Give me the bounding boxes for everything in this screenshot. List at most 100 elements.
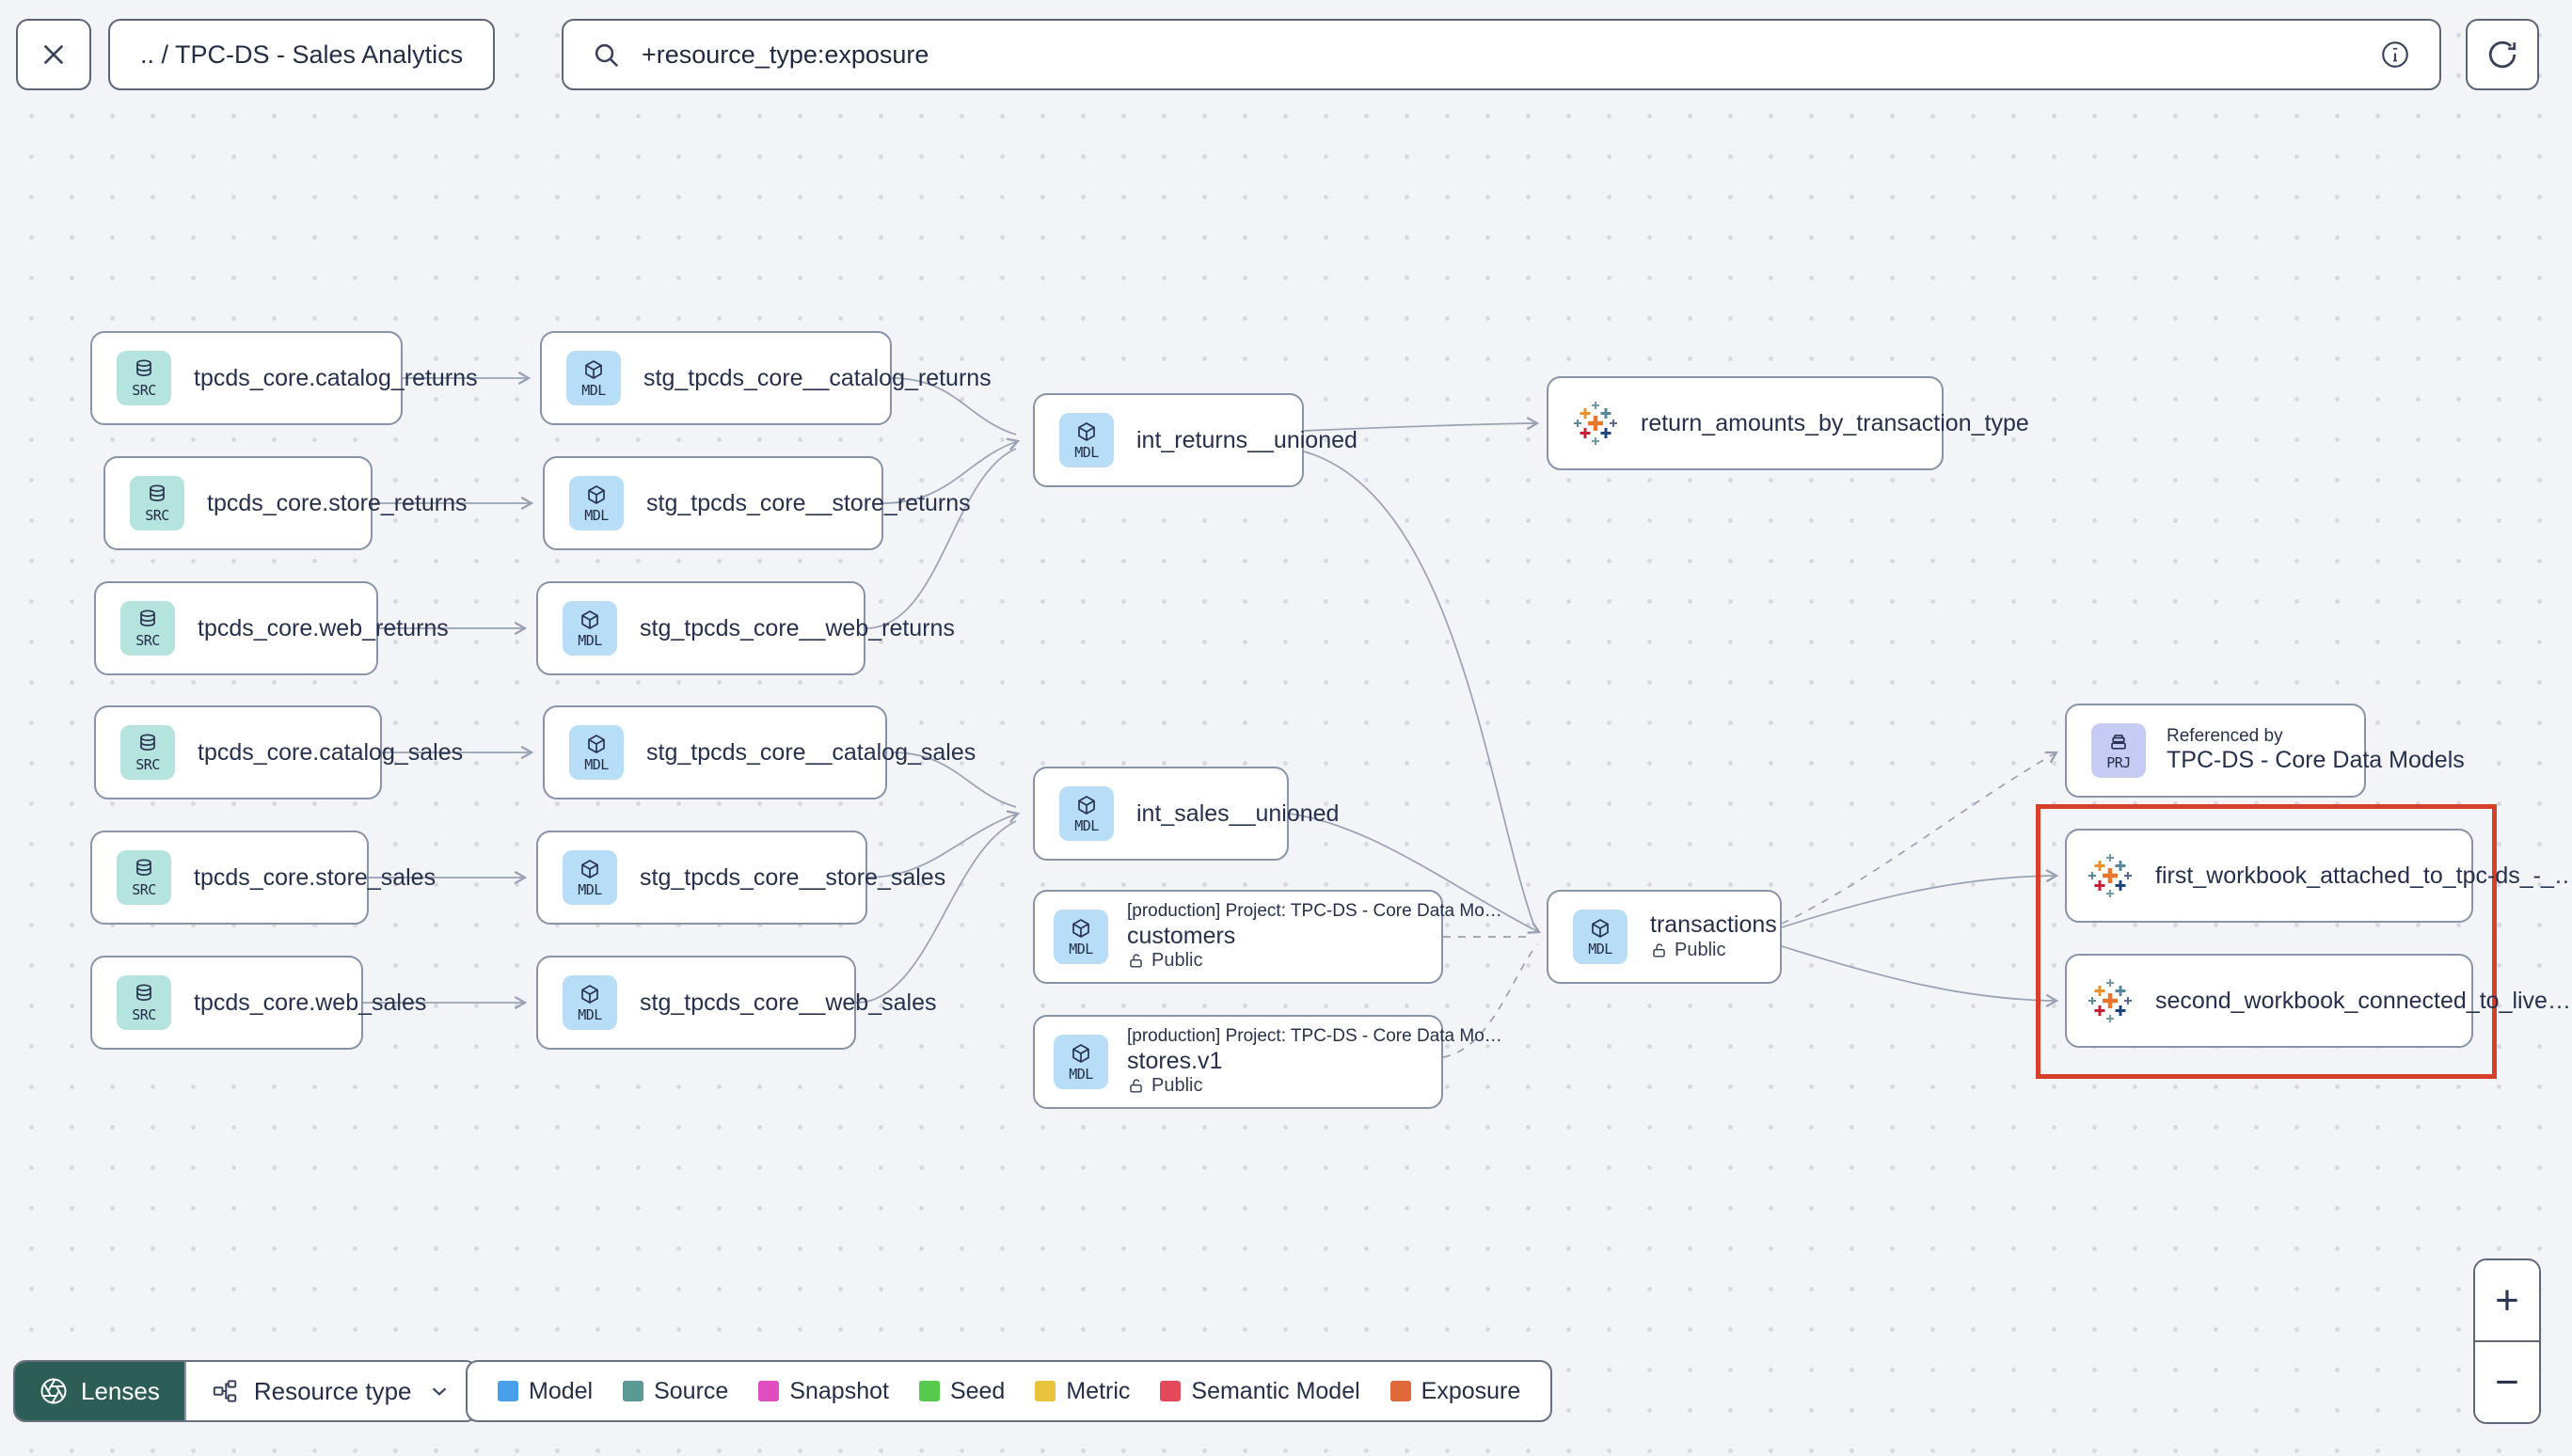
node-stg-web-returns[interactable]: MDL stg_tpcds_core__web_returns: [536, 581, 955, 675]
node-src-store-returns[interactable]: SRC tpcds_core.store_returns: [103, 456, 468, 550]
source-icon: SRC: [117, 351, 171, 405]
snapshot-color-chip: [758, 1381, 780, 1401]
unlock-icon: [1127, 1077, 1145, 1095]
legend: Model Source Snapshot Seed Metric Semant…: [466, 1360, 1553, 1422]
node-label: return_amounts_by_transaction_type: [1641, 409, 2029, 436]
selection-highlight: [2036, 804, 2497, 1079]
resource-type-icon: [211, 1377, 239, 1405]
node-exposure-return-amounts[interactable]: return_amounts_by_transaction_type: [1547, 376, 2029, 470]
source-icon: SRC: [117, 850, 171, 905]
source-icon: SRC: [120, 725, 175, 780]
node-workbook-second[interactable]: second_workbook_connected_to_live…: [2065, 954, 2571, 1048]
project-icon: PRJ: [2091, 723, 2146, 778]
model-icon: MDL: [566, 351, 621, 405]
access-badge: Public: [1650, 940, 1777, 962]
zoom-controls: + −: [2473, 1258, 2541, 1424]
model-icon: MDL: [569, 476, 624, 530]
legend-item-snapshot: Snapshot: [758, 1378, 889, 1405]
access-badge: Public: [1127, 1075, 1502, 1098]
exposure-color-chip: [1389, 1381, 1411, 1401]
node-src-store-sales[interactable]: SRC tpcds_core.store_sales: [90, 831, 436, 925]
close-icon: [39, 40, 69, 70]
node-label: int_returns__unioned: [1136, 426, 1357, 453]
tableau-icon: [1573, 401, 1618, 446]
node-label: stg_tpcds_core__store_sales: [640, 863, 946, 891]
node-label: tpcds_core.store_returns: [207, 489, 468, 516]
legend-item-semantic-model: Semantic Model: [1160, 1378, 1360, 1405]
node-label: stores.v1: [1127, 1047, 1223, 1074]
node-stg-catalog-returns[interactable]: MDL stg_tpcds_core__catalog_returns: [540, 331, 992, 425]
tableau-icon: [2088, 853, 2133, 898]
node-referenced-by-project[interactable]: PRJ Referenced by TPC-DS - Core Data Mod…: [2065, 704, 2465, 798]
node-label: second_workbook_connected_to_live…: [2155, 987, 2571, 1014]
seed-color-chip: [918, 1381, 940, 1401]
refresh-icon: [2486, 39, 2518, 71]
node-label: tpcds_core.catalog_returns: [194, 364, 478, 391]
node-label: stg_tpcds_core__store_returns: [646, 489, 971, 516]
search-bar: [562, 19, 2441, 90]
source-icon: SRC: [120, 601, 175, 656]
node-stores-v1[interactable]: MDL [production] Project: TPC-DS - Core …: [1033, 1015, 1502, 1109]
node-transactions[interactable]: MDL transactions Public: [1547, 890, 1782, 984]
model-icon: MDL: [569, 725, 624, 780]
node-label: tpcds_core.store_sales: [194, 863, 437, 891]
model-icon: MDL: [563, 601, 617, 656]
node-label: tpcds_core.web_returns: [198, 614, 449, 641]
node-label: first_workbook_attached_to_tpc-ds_-_…: [2155, 862, 2572, 889]
close-button[interactable]: [16, 19, 91, 90]
node-stg-web-sales[interactable]: MDL stg_tpcds_core__web_sales: [536, 956, 936, 1050]
node-label: customers: [1127, 922, 1236, 949]
node-int-sales-unioned[interactable]: MDL int_sales__unioned: [1033, 767, 1339, 861]
node-label: tpcds_core.web_sales: [194, 989, 427, 1016]
node-src-web-returns[interactable]: SRC tpcds_core.web_returns: [94, 581, 449, 675]
node-src-web-sales[interactable]: SRC tpcds_core.web_sales: [90, 956, 426, 1050]
lenses-button[interactable]: Lenses: [15, 1362, 184, 1420]
node-src-catalog-returns[interactable]: SRC tpcds_core.catalog_returns: [90, 331, 478, 425]
search-input[interactable]: [640, 39, 2360, 71]
node-stg-catalog-sales[interactable]: MDL stg_tpcds_core__catalog_sales: [543, 705, 976, 799]
node-label: stg_tpcds_core__web_sales: [640, 989, 937, 1016]
node-workbook-first[interactable]: first_workbook_attached_to_tpc-ds_-_…: [2065, 829, 2572, 923]
node-label: tpcds_core.catalog_sales: [198, 738, 464, 766]
node-customers[interactable]: MDL [production] Project: TPC-DS - Core …: [1033, 890, 1502, 984]
breadcrumb-label: .. / TPC-DS - Sales Analytics: [140, 40, 464, 69]
unlock-icon: [1650, 942, 1668, 959]
model-icon: MDL: [1573, 910, 1627, 964]
zoom-out-button[interactable]: −: [2475, 1340, 2539, 1422]
node-label: TPC-DS - Core Data Models: [2167, 747, 2465, 774]
legend-item-seed: Seed: [918, 1378, 1005, 1405]
source-icon: SRC: [130, 476, 184, 530]
node-stg-store-sales[interactable]: MDL stg_tpcds_core__store_sales: [536, 831, 945, 925]
semantic-model-color-chip: [1160, 1381, 1182, 1401]
node-label: int_sales__unioned: [1136, 799, 1340, 827]
node-stg-store-returns[interactable]: MDL stg_tpcds_core__store_returns: [543, 456, 971, 550]
tableau-icon: [2088, 978, 2133, 1023]
unlock-icon: [1127, 952, 1145, 970]
aperture-icon: [40, 1377, 68, 1405]
model-icon: MDL: [1059, 413, 1114, 467]
model-icon: MDL: [563, 975, 617, 1030]
model-color-chip: [498, 1381, 518, 1401]
node-int-returns-unioned[interactable]: MDL int_returns__unioned: [1033, 393, 1357, 487]
legend-item-exposure: Exposure: [1389, 1378, 1520, 1405]
breadcrumb[interactable]: .. / TPC-DS - Sales Analytics: [108, 19, 496, 90]
legend-item-metric: Metric: [1035, 1378, 1130, 1405]
node-label: stg_tpcds_core__web_returns: [640, 614, 955, 641]
zoom-in-button[interactable]: +: [2475, 1260, 2539, 1340]
lenses-control: Lenses Resource type: [13, 1360, 478, 1422]
node-src-catalog-sales[interactable]: SRC tpcds_core.catalog_sales: [94, 705, 463, 799]
info-icon[interactable]: [2379, 39, 2411, 71]
resource-type-dropdown[interactable]: Resource type: [183, 1362, 476, 1420]
model-icon: MDL: [1054, 910, 1108, 964]
legend-item-model: Model: [498, 1378, 593, 1405]
node-project-label: [production] Project: TPC-DS - Core Data…: [1127, 901, 1502, 922]
access-badge: Public: [1127, 950, 1502, 973]
refresh-button[interactable]: [2466, 19, 2539, 90]
chevron-down-icon: [427, 1379, 452, 1403]
model-icon: MDL: [1059, 786, 1114, 841]
legend-item-source: Source: [623, 1378, 728, 1405]
node-label: stg_tpcds_core__catalog_sales: [646, 738, 976, 766]
node-label: transactions: [1650, 911, 1777, 939]
source-icon: SRC: [117, 975, 171, 1030]
